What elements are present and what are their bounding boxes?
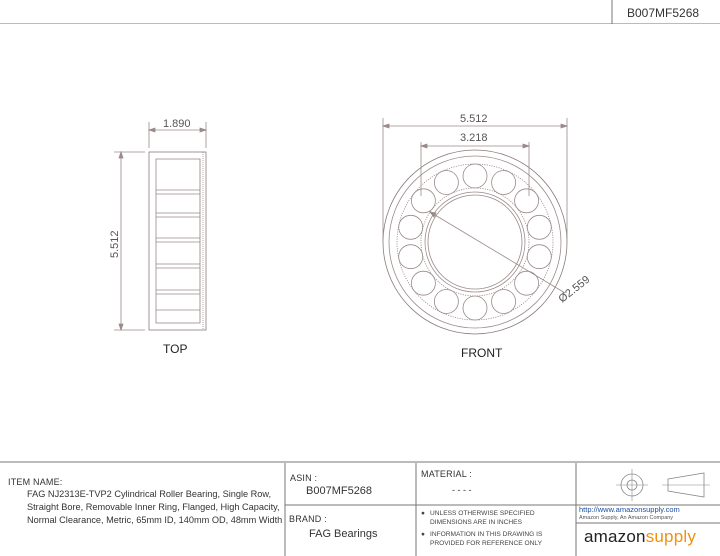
material-value: - - - -	[452, 485, 472, 495]
item-name-label: ITEM NAME:	[8, 477, 63, 487]
roller-circle	[433, 289, 459, 314]
roller-circle	[514, 188, 539, 214]
roller-circle	[398, 244, 424, 270]
asin-label: ASIN :	[290, 473, 318, 483]
header-strip: B007MF5268	[0, 0, 720, 24]
dim-top-height: 5.512	[109, 230, 121, 258]
top-view-label: TOP	[163, 342, 188, 356]
roller-circle	[433, 170, 459, 195]
dim-top-width: 1.890	[163, 118, 191, 130]
note-units: ●UNLESS OTHERWISE SPECIFIED DIMENSIONS A…	[421, 510, 535, 526]
dim-front-outer: 5.512	[460, 113, 488, 125]
roller-circle	[462, 163, 488, 189]
dim-front-inner: 3.218	[460, 132, 488, 144]
roller-circle	[462, 295, 488, 321]
header-frame	[0, 0, 720, 24]
projection-symbol-icon	[616, 469, 710, 501]
front-view-label: FRONT	[461, 346, 503, 360]
asin-value: B007MF5268	[306, 485, 373, 497]
roller-circle	[398, 214, 424, 240]
supplier-url[interactable]: http://www.amazonsupply.com	[579, 505, 680, 514]
roller-circle	[410, 270, 436, 296]
item-name-text: FAG NJ2313E-TVP2 Cylindrical Roller Bear…	[27, 489, 283, 525]
note-reference: ●INFORMATION IN THIS DRAWING IS PROVIDED…	[421, 531, 543, 547]
roller-circle	[491, 289, 517, 314]
supplier-subtitle: Amazon Supply, An Amazon Company	[579, 515, 674, 521]
front-view	[381, 118, 569, 335]
roller-circle	[514, 270, 539, 296]
roller-circle	[491, 170, 517, 195]
roller-circle	[410, 188, 436, 214]
amazonsupply-logo: amazonsupply	[584, 527, 697, 546]
material-label: MATERIAL :	[421, 469, 473, 479]
brand-label: BRAND :	[289, 514, 327, 524]
dim-front-roller-dia: Ø2.559	[556, 274, 592, 306]
roller-circle	[526, 214, 552, 240]
header-asin: B007MF5268	[627, 6, 700, 20]
roller-circle	[526, 244, 552, 270]
engineering-drawing: 1.890 5.512 5.512 3.218 Ø2.559	[0, 113, 720, 463]
top-view	[114, 122, 208, 332]
brand-value: FAG Bearings	[309, 528, 378, 540]
title-block-frame	[284, 463, 720, 556]
